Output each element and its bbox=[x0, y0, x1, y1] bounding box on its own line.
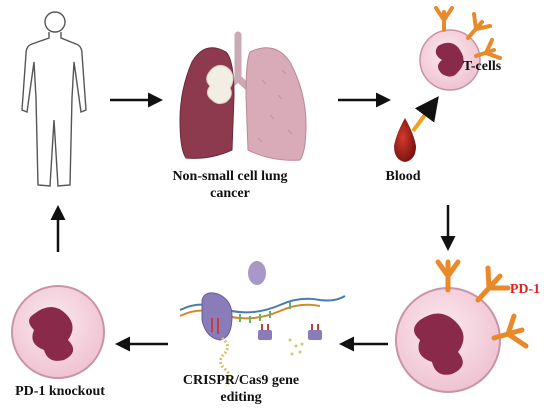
label-pd1: PD-1 bbox=[509, 282, 541, 297]
label-crispr: CRISPR/Cas9 gene editing bbox=[182, 373, 300, 405]
label-lung-cancer: Non-small cell lung cancer bbox=[172, 169, 288, 201]
t-cell-icon bbox=[419, 6, 502, 91]
human-figure-icon bbox=[21, 11, 87, 187]
pd1-cell-icon bbox=[395, 259, 529, 393]
blood-drop-icon bbox=[394, 96, 439, 162]
label-t-cells: T-cells bbox=[462, 59, 502, 74]
label-blood: Blood bbox=[385, 169, 421, 184]
knockout-cell-icon bbox=[11, 285, 105, 379]
crispr-complex-icon bbox=[179, 261, 346, 388]
label-knockout: PD-1 knockout bbox=[15, 384, 105, 399]
lungs-icon bbox=[179, 31, 307, 161]
